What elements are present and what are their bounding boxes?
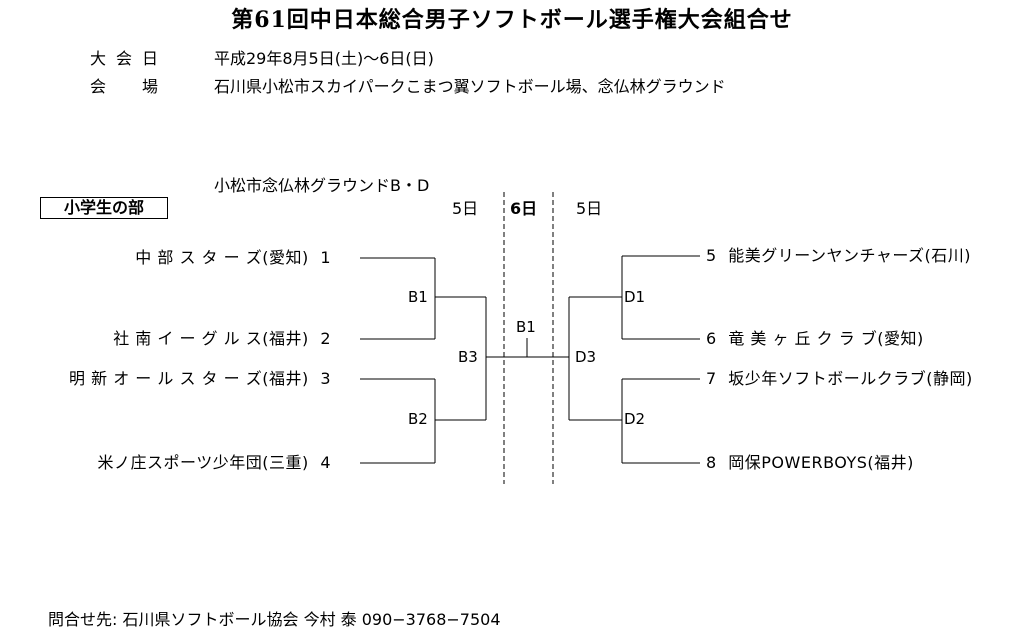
day-right: 5日 <box>576 199 603 218</box>
team-2-seed: 2 <box>320 329 331 348</box>
team-3-name: 明 新 オ ー ル ス タ ー ズ(福井) <box>69 369 309 388</box>
dates-value: 平成29年8月5日(土)〜6日(日) <box>214 49 434 68</box>
team-8-name: 岡保POWERBOYS(福井) <box>728 453 914 472</box>
team-3-seed: 3 <box>320 369 331 388</box>
team-6-name: 竜 美 ヶ 丘 ク ラ ブ(愛知) <box>728 329 924 348</box>
team-4-name: 米ノ庄スポーツ少年団(三重) <box>97 453 309 472</box>
team-5: 5 能美グリーンヤンチャーズ(石川) <box>706 248 971 264</box>
match-b3-label: B3 <box>458 348 478 366</box>
venue-label: 会場 <box>90 77 195 96</box>
match-b2-label: B2 <box>408 410 428 428</box>
team-3: 明 新 オ ー ル ス タ ー ズ(福井) 3 <box>69 371 331 387</box>
team-7-seed: 7 <box>706 369 717 388</box>
team-6: 6 竜 美 ヶ 丘 ク ラ ブ(愛知) <box>706 331 924 347</box>
team-4-seed: 4 <box>320 453 331 472</box>
team-6-seed: 6 <box>706 329 717 348</box>
team-1: 中 部 ス タ ー ズ(愛知) 1 <box>135 250 331 266</box>
team-2: 社 南 イ ー グ ル ス(福井) 2 <box>113 331 331 347</box>
contact-info: 問合せ先: 石川県ソフトボール協会 今村 泰 090−3768−7504 <box>48 610 501 629</box>
team-7: 7 坂少年ソフトボールクラブ(静岡) <box>706 371 973 387</box>
division-label: 小学生の部 <box>40 197 168 219</box>
page-title: 第61回中日本総合男子ソフトボール選手権大会組合せ <box>231 7 793 33</box>
venue-value: 石川県小松市スカイパークこまつ翼ソフトボール場、念仏林グラウンド <box>214 77 726 96</box>
team-8: 8 岡保POWERBOYS(福井) <box>706 455 914 471</box>
team-1-name: 中 部 ス タ ー ズ(愛知) <box>135 248 309 267</box>
match-d1-label: D1 <box>624 288 646 306</box>
day-left: 5日 <box>452 199 479 218</box>
dates-label: 大会日 <box>90 49 169 68</box>
bracket-venue-note: 小松市念仏林グラウンドB・D <box>214 176 430 195</box>
team-4: 米ノ庄スポーツ少年団(三重) 4 <box>98 455 331 471</box>
match-d2-label: D2 <box>624 410 646 428</box>
team-8-seed: 8 <box>706 453 717 472</box>
team-1-seed: 1 <box>320 248 331 267</box>
day-center: 6日 <box>510 199 538 218</box>
match-d3-label: D3 <box>575 348 597 366</box>
match-final-label: B1 <box>516 318 536 336</box>
team-7-name: 坂少年ソフトボールクラブ(静岡) <box>728 369 973 388</box>
team-5-name: 能美グリーンヤンチャーズ(石川) <box>728 246 972 265</box>
team-2-name: 社 南 イ ー グ ル ス(福井) <box>113 329 309 348</box>
match-b1-label: B1 <box>408 288 428 306</box>
team-5-seed: 5 <box>706 246 717 265</box>
